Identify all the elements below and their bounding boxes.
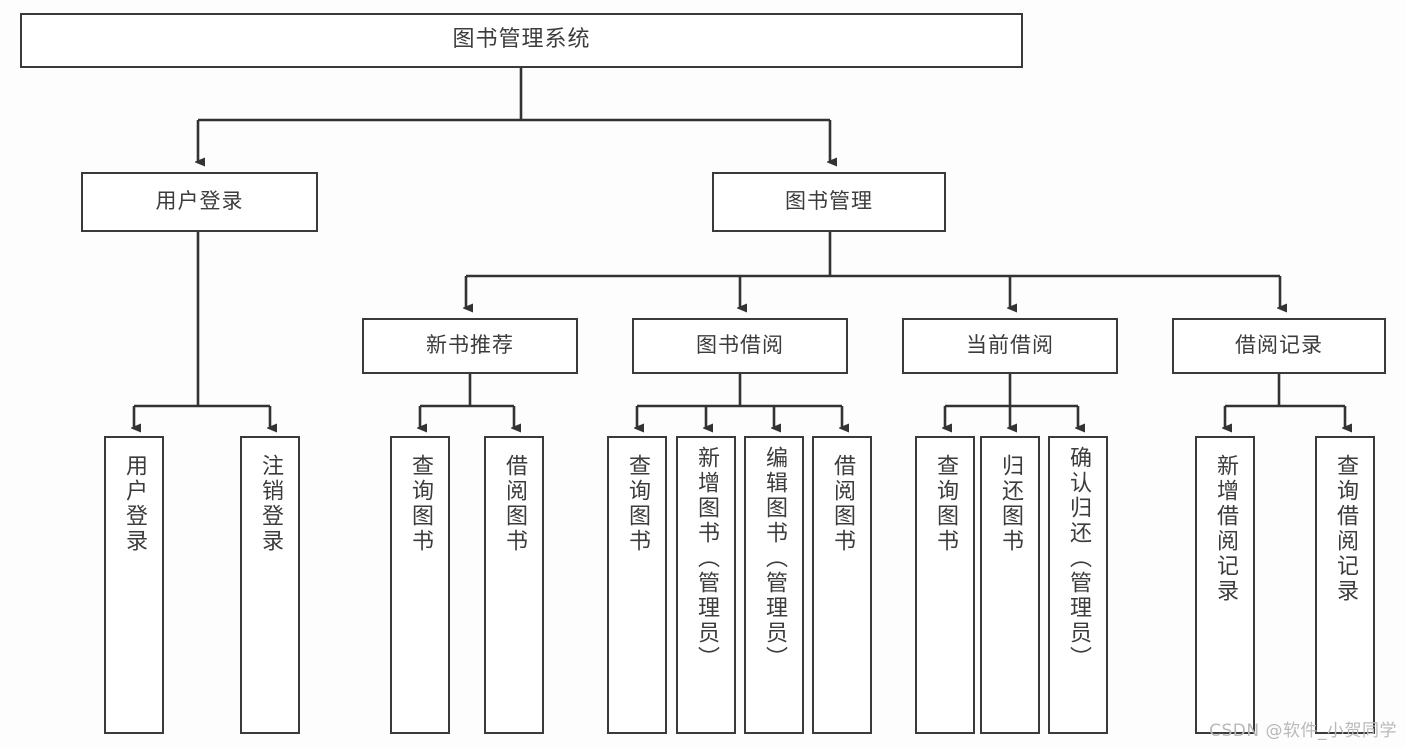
node-label: 查询图书 bbox=[624, 454, 650, 554]
node-label: 新增图书（管理员） bbox=[693, 446, 719, 671]
leaf-current-confirm-return[interactable]: 确认归还（管理员） bbox=[1048, 436, 1108, 734]
leaf-borrow-borrow-book[interactable]: 借阅图书 bbox=[812, 436, 872, 734]
leaf-user-login-login[interactable]: 用户登录 bbox=[104, 436, 164, 734]
node-label: 归还图书 bbox=[997, 454, 1023, 554]
leaf-current-query-book[interactable]: 查询图书 bbox=[915, 436, 975, 734]
leaf-recommend-borrow-book[interactable]: 借阅图书 bbox=[484, 436, 544, 734]
leaf-borrow-query-book[interactable]: 查询图书 bbox=[607, 436, 667, 734]
node-label: 新增借阅记录 bbox=[1212, 454, 1238, 604]
node-label: 用户登录 bbox=[155, 189, 244, 214]
node-borrow-record[interactable]: 借阅记录 bbox=[1172, 318, 1386, 374]
node-label: 注销登录 bbox=[257, 454, 283, 554]
node-label: 借阅图书 bbox=[829, 454, 855, 554]
node-new-book-recommend[interactable]: 新书推荐 bbox=[362, 318, 578, 374]
node-current-borrow[interactable]: 当前借阅 bbox=[902, 318, 1118, 374]
node-root-system[interactable]: 图书管理系统 bbox=[20, 13, 1023, 68]
leaf-borrow-add-book[interactable]: 新增图书（管理员） bbox=[676, 436, 736, 734]
node-label: 借阅图书 bbox=[501, 454, 527, 554]
node-label: 图书借阅 bbox=[696, 333, 784, 358]
leaf-current-return-book[interactable]: 归还图书 bbox=[980, 436, 1040, 734]
node-label: 新书推荐 bbox=[426, 333, 514, 358]
node-label: 查询借阅记录 bbox=[1332, 454, 1358, 604]
csdn-watermark: CSDN @软件_小贺同学 bbox=[1209, 721, 1397, 741]
leaf-recommend-query-book[interactable]: 查询图书 bbox=[390, 436, 450, 734]
node-label: 当前借阅 bbox=[966, 333, 1054, 358]
leaf-borrow-edit-book[interactable]: 编辑图书（管理员） bbox=[744, 436, 804, 734]
node-label: 用户登录 bbox=[121, 454, 147, 554]
leaf-record-query-record[interactable]: 查询借阅记录 bbox=[1315, 436, 1375, 734]
leaf-record-add-record[interactable]: 新增借阅记录 bbox=[1195, 436, 1255, 734]
node-label: 图书管理 bbox=[785, 189, 873, 214]
node-book-management[interactable]: 图书管理 bbox=[712, 172, 946, 232]
node-book-borrow[interactable]: 图书借阅 bbox=[632, 318, 848, 374]
node-label: 确认归还（管理员） bbox=[1065, 446, 1091, 671]
node-label: 查询图书 bbox=[407, 454, 433, 554]
node-label: 借阅记录 bbox=[1235, 333, 1323, 358]
node-label: 查询图书 bbox=[932, 454, 958, 554]
leaf-user-login-logout[interactable]: 注销登录 bbox=[240, 436, 300, 734]
node-user-login[interactable]: 用户登录 bbox=[81, 172, 318, 232]
node-label: 图书管理系统 bbox=[452, 27, 591, 53]
node-label: 编辑图书（管理员） bbox=[761, 446, 787, 671]
